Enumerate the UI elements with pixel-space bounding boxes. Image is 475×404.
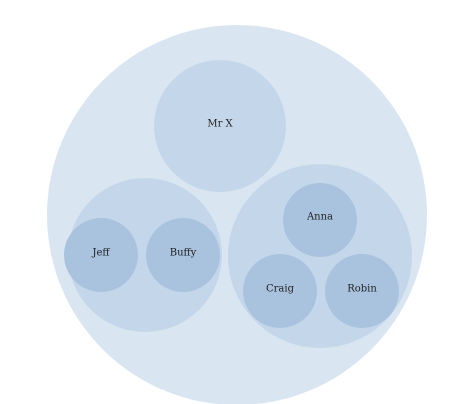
node-craig-circle bbox=[243, 254, 317, 328]
node-anna-label: Anna bbox=[306, 212, 333, 223]
node-buffy-circle bbox=[146, 218, 220, 292]
node-jeff-label: Jeff bbox=[91, 248, 110, 259]
node-mr-x-circle bbox=[154, 60, 286, 192]
node-jeff-circle bbox=[64, 218, 138, 292]
node-robin-circle bbox=[325, 254, 399, 328]
node-craig-label: Craig bbox=[266, 284, 295, 295]
node-anna-circle bbox=[283, 183, 357, 257]
node-robin-label: Robin bbox=[347, 284, 377, 295]
node-buffy-label: Buffy bbox=[170, 248, 197, 259]
group-left-circle bbox=[68, 178, 222, 332]
node-mr-x-label: Mr X bbox=[207, 119, 233, 130]
